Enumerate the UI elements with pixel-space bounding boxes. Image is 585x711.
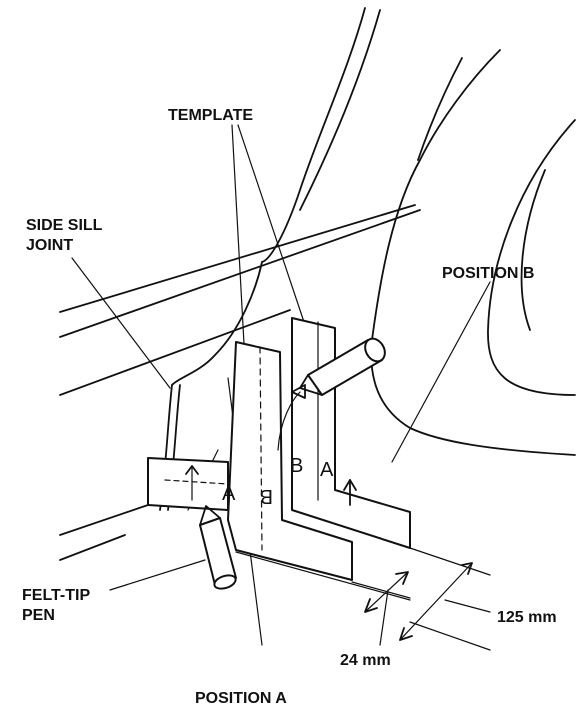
felt-tip-pen-b	[299, 337, 386, 396]
dimension-125mm	[399, 547, 491, 651]
mark-b-left: B	[260, 485, 273, 507]
felt-tip-pen-a	[199, 505, 237, 590]
template-position-b[interactable]	[277, 317, 411, 549]
label-side-sill-joint-1: SIDE SILL	[26, 217, 103, 234]
mark-b-right: B	[290, 455, 303, 477]
label-position-b: POSITION B	[442, 265, 534, 282]
label-side-sill-joint-2: JOINT	[26, 237, 73, 254]
label-felt-tip-pen-2: PEN	[22, 607, 55, 624]
mark-a-left: A	[222, 483, 236, 505]
dimension-24mm	[235, 551, 411, 646]
label-position-a: POSITION A	[195, 690, 287, 707]
label-dim-125mm: 125 mm	[497, 609, 557, 626]
label-dim-24mm: 24 mm	[340, 652, 391, 669]
template-position-a[interactable]	[147, 341, 353, 581]
label-template: TEMPLATE	[168, 107, 253, 124]
label-felt-tip-pen-1: FELT-TIP	[22, 587, 90, 604]
mark-a-right: A	[320, 459, 334, 481]
